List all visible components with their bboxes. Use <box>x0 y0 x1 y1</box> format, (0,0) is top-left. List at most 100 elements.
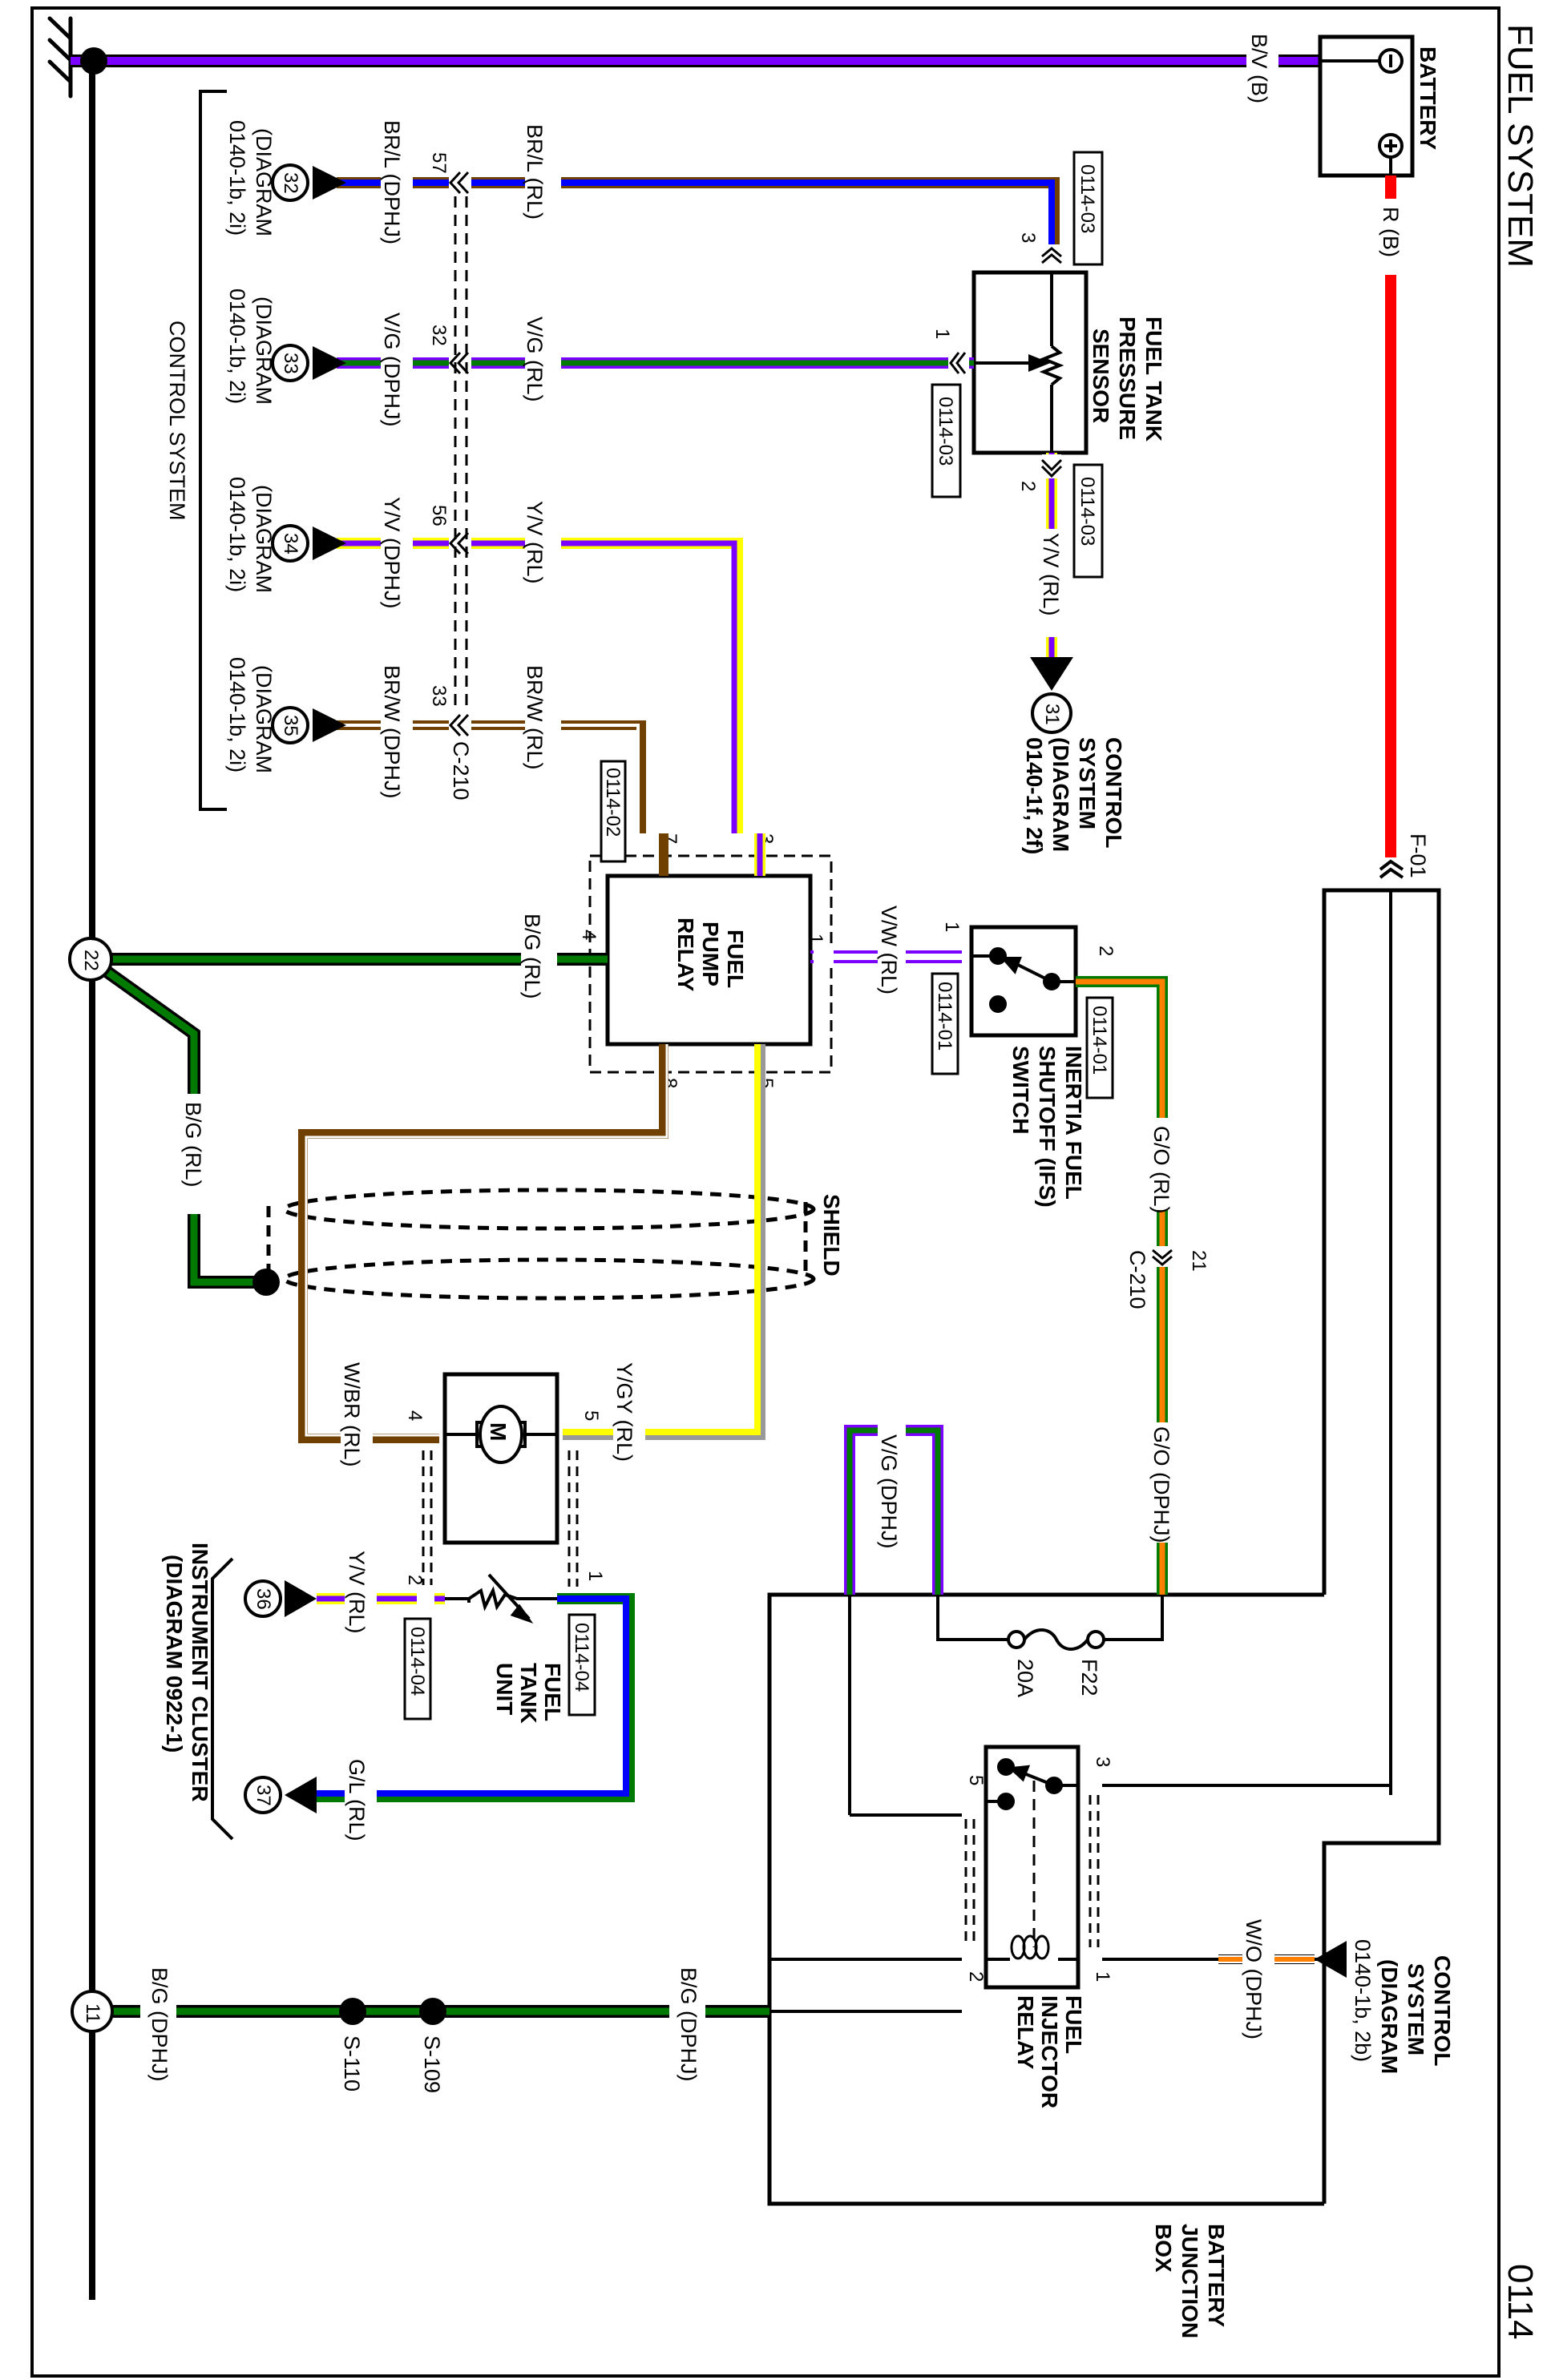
ground-circle-11 <box>71 1990 114 2033</box>
battery-junction-box <box>767 888 1441 2206</box>
pin-chevron-icon <box>1152 1248 1173 1266</box>
connector-ref-0114-04-b: 0114-04 <box>571 1623 592 1692</box>
ifs-label-3: SWITCH <box>1008 1046 1033 1134</box>
wire-go-rl <box>1076 976 1177 1595</box>
ftu-connector-shield <box>422 1450 579 1587</box>
wire-label-ygy-rl: Y/GY (RL) <box>612 1362 636 1462</box>
shield-ground-dot <box>252 1269 280 1296</box>
ground-splice-dot <box>80 47 107 75</box>
pin-ftu-2: 2 <box>404 1575 426 1585</box>
wire-bv-b <box>71 44 1319 80</box>
ref-35-text-1: (DIAGRAM <box>252 665 276 773</box>
wo-target-text-1: CONTROL <box>1430 1955 1455 2066</box>
fir-label-3: RELAY <box>1013 1995 1038 2070</box>
fuse-rating: 20A <box>1013 1659 1037 1697</box>
arrow-wo-target-icon <box>1315 1941 1347 1978</box>
wire-r-b <box>1379 175 1403 857</box>
ref-num-34: 34 <box>280 533 301 555</box>
ftu-label-3: UNIT <box>492 1663 517 1715</box>
ref-circle-37 <box>244 1776 282 1814</box>
control-system-bracket <box>199 90 227 811</box>
instrument-cluster-bracket <box>211 1557 234 1841</box>
sensor-label-2: PRESSURE <box>1115 317 1140 440</box>
splice-s109 <box>419 1998 446 2025</box>
pin-fir-5: 5 <box>965 1775 987 1785</box>
fuse-f22-icon <box>936 1595 1164 1651</box>
ref-circle-36 <box>244 1579 282 1618</box>
connector-ref-0114-03-a: 0114-03 <box>1076 164 1098 233</box>
pin-chevron-icon <box>1041 244 1062 265</box>
wire-ygy-rl <box>563 833 765 1453</box>
ref-arrow-icons <box>313 166 346 742</box>
connector-f01-icon <box>1379 857 1404 881</box>
arrow-to-ref-31-icon <box>1030 657 1073 691</box>
sensor-label-1: FUEL TANK <box>1141 317 1166 442</box>
wire-bg-rl-shield <box>100 964 265 1289</box>
wo-target-text-3: (DIAGRAM <box>1377 1959 1402 2074</box>
wire-label-go-dphj: G/O (DPHJ) <box>1149 1426 1173 1543</box>
connector-ref-0114-02: 0114-02 <box>602 768 624 837</box>
junction-box-label-2: JUNCTION <box>1177 2224 1202 2338</box>
wire-yv-rl-ftu <box>317 1585 445 1614</box>
ref-num-36: 36 <box>252 1588 274 1610</box>
connector-label-c210: C-210 <box>449 741 473 801</box>
connector-ref-0114-01-a: 0114-01 <box>934 982 955 1051</box>
ref-31-text-2: SYSTEM <box>1075 737 1100 829</box>
ref-num-37: 37 <box>252 1785 274 1806</box>
pin-fir-2: 2 <box>965 1971 987 1982</box>
connector-c210-icon <box>448 168 471 741</box>
junction-box-label-3: BOX <box>1151 2224 1176 2273</box>
connector-ref-box <box>403 1617 432 1720</box>
pin-ftps-3: 3 <box>1017 232 1039 243</box>
instrument-cluster-label-2: (DIAGRAM 0922-1) <box>162 1555 187 1753</box>
wire-bg-rl-top <box>104 946 608 974</box>
ground-num-11: 11 <box>82 2003 103 2023</box>
arrow-ref-37-icon <box>285 1777 317 1813</box>
ftu-label-2: TANK <box>516 1663 541 1724</box>
shield-icon <box>266 1188 816 1301</box>
wire-vw-rl <box>810 946 962 968</box>
battery-label: BATTERY <box>1416 46 1440 150</box>
connector-ref-box <box>1072 151 1104 266</box>
relay-coil-icon <box>1010 1934 1050 1960</box>
pin-c210-56: 56 <box>428 505 450 526</box>
wire-wbr-rl <box>298 833 668 1454</box>
shield-label: SHIELD <box>819 1194 844 1277</box>
pin-chevron-icon <box>949 352 967 374</box>
wire-label-bg-rl-shield: B/G (RL) <box>181 1102 205 1188</box>
pin-c210-21: 21 <box>1188 1250 1210 1272</box>
connector-ref-0114-04-a: 0114-04 <box>406 1627 428 1696</box>
connector-ref-box <box>931 383 962 498</box>
page-title: FUEL SYSTEM <box>1501 24 1540 268</box>
ground-num-22: 22 <box>80 950 102 971</box>
wire-label-gl-rl: G/L (RL) <box>345 1759 369 1841</box>
fir-label-2: INJECTOR <box>1037 1995 1062 2108</box>
switch-contact-icon <box>971 947 1076 1013</box>
ref-circle-31 <box>1031 692 1072 734</box>
connector-label-c210-b: C-210 <box>1125 1250 1149 1309</box>
fuel-injector-relay <box>984 1745 1080 1990</box>
relay-contact-icon <box>986 1758 1078 1961</box>
wire-yv-rl-sensor <box>1037 453 1066 657</box>
wire-label-bv-b: B/V (B) <box>1247 34 1271 103</box>
motor-icon <box>445 1405 557 1464</box>
ref-num-32: 32 <box>280 172 301 194</box>
ref-32-text-2: 0140-1b, 2i) <box>225 120 249 236</box>
wire-gl-rl <box>317 1593 635 1812</box>
fir-label-1: FUEL <box>1061 1995 1086 2054</box>
connector-ref-0114-01-b: 0114-01 <box>1089 1006 1110 1075</box>
splice-label-s110: S-110 <box>340 2035 364 2092</box>
pin-ifs-1: 1 <box>941 922 963 932</box>
ref-31-text-4: 0140-1f, 2f) <box>1022 737 1047 854</box>
pin-ftps-2: 2 <box>1017 481 1039 491</box>
pin-chevron-icon <box>1040 458 1063 478</box>
wire-brl-rl <box>337 168 1060 264</box>
ref-32-text-1: (DIAGRAM <box>252 128 276 236</box>
wire-label-wbr-rl: W/BR (RL) <box>340 1362 364 1467</box>
wire-label-brl-rl: BR/L (RL) <box>523 124 547 220</box>
connector-ref-box <box>600 760 627 863</box>
ifs-label-2: SHUTOFF (IFS) <box>1035 1046 1060 1208</box>
pin-c210-57: 57 <box>428 152 450 174</box>
fpr-label-1: FUEL <box>723 930 748 988</box>
